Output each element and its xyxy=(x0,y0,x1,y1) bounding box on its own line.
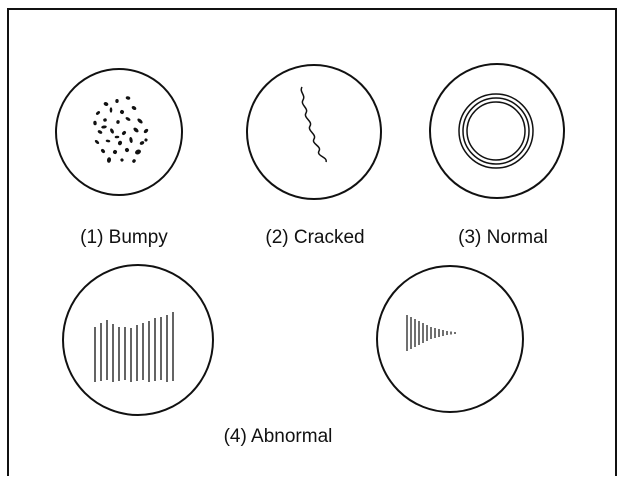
normal-ring-middle xyxy=(463,98,529,164)
cracked-lens-circle xyxy=(247,65,381,199)
bump-spot xyxy=(103,118,107,122)
cracked-panel xyxy=(247,65,381,199)
abnormal-lens-circle-left xyxy=(63,265,213,415)
bump-spot xyxy=(133,127,140,134)
bump-spot xyxy=(110,107,113,112)
bump-spot xyxy=(115,136,120,139)
bump-spot xyxy=(120,158,124,162)
abnormal-label: (4) Abnormal xyxy=(224,426,333,447)
bump-spot xyxy=(101,125,107,129)
bump-spot xyxy=(144,138,148,142)
bumpy-label: (1) Bumpy xyxy=(80,227,168,248)
bump-spot xyxy=(100,148,106,154)
bump-spot xyxy=(103,101,109,106)
bump-spot xyxy=(112,149,117,154)
bump-spot xyxy=(125,96,130,101)
bump-spot xyxy=(139,140,145,145)
bump-spot xyxy=(97,129,103,134)
bump-spot xyxy=(134,149,142,156)
normal-panel xyxy=(430,64,564,198)
normal-ring-inner xyxy=(467,102,525,160)
normal-ring-outer xyxy=(459,94,533,168)
bump-spot xyxy=(106,139,111,142)
bump-spot xyxy=(125,116,131,121)
bump-spot xyxy=(93,121,97,126)
abnormal-bars-left xyxy=(95,312,173,382)
abnormal-panel-right xyxy=(377,266,523,412)
bump-spot xyxy=(119,109,124,114)
bump-spot xyxy=(143,128,149,134)
bumpy-spots xyxy=(93,96,149,164)
cracked-label: (2) Cracked xyxy=(265,227,364,248)
bump-spot xyxy=(136,118,143,125)
abnormal-lens-circle-right xyxy=(377,266,523,412)
bumpy-lens-circle xyxy=(56,69,182,195)
bump-spot xyxy=(94,139,100,144)
bumpy-panel xyxy=(56,69,182,195)
bump-spot xyxy=(132,158,137,163)
bump-spot xyxy=(116,120,120,124)
crack-line xyxy=(301,87,326,162)
bump-spot xyxy=(115,99,118,103)
bump-spot xyxy=(107,157,112,163)
abnormal-panel-left xyxy=(63,265,213,415)
normal-label: (3) Normal xyxy=(458,227,548,248)
bump-spot xyxy=(124,147,129,152)
bump-spot xyxy=(117,140,123,146)
bump-spot xyxy=(131,105,137,111)
bump-spot xyxy=(109,128,114,134)
bump-spot xyxy=(129,137,133,144)
bump-spot xyxy=(95,110,100,115)
abnormal-bars-right xyxy=(407,315,455,351)
bump-spot xyxy=(121,130,127,136)
normal-lens-circle xyxy=(430,64,564,198)
